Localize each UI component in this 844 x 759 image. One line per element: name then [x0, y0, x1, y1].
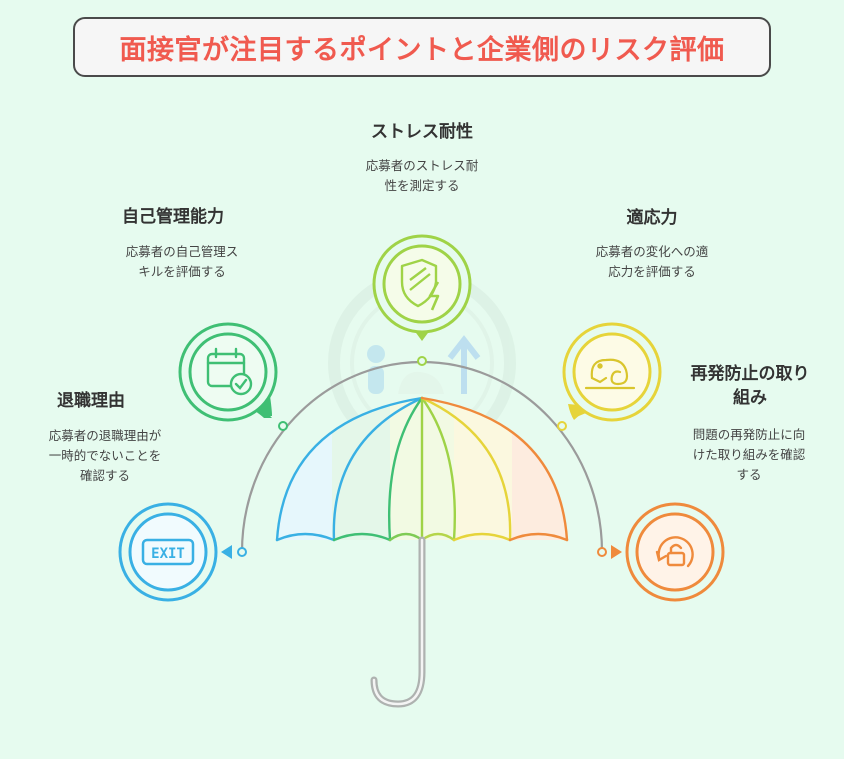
desc-tekio-line-1: 応募者の変化への適	[595, 244, 709, 259]
title-banner: 面接官が注目するポイントと企業側のリスク評価	[73, 17, 771, 77]
desc-stress: 応募者のストレス耐 性を測定する	[332, 156, 512, 196]
desc-tekio-line-2: 応力を評価する	[608, 264, 696, 279]
desc-stress-line-2: 性を測定する	[384, 178, 460, 193]
umbrella-handle	[370, 536, 426, 708]
label-stress: ストレス耐性	[371, 122, 473, 142]
desc-jiko-line-1: 応募者の自己管理ス	[125, 244, 239, 259]
desc-jiko: 応募者の自己管理ス キルを評価する	[102, 242, 262, 282]
desc-jiko-line-2: キルを評価する	[138, 264, 226, 279]
shield-bolt-icon	[400, 258, 440, 311]
refresh-lock-icon	[655, 536, 694, 568]
exit-sign-text: EXIT	[151, 546, 185, 562]
label-saihatsu-line-2: 組み	[733, 388, 767, 408]
desc-taishoku-line-2: 一時的でないことを	[48, 448, 162, 463]
label-tekio: 適応力	[626, 208, 678, 228]
label-saihatsu-line-1: 再発防止の取り	[690, 364, 810, 384]
desc-tekio: 応募者の変化への適 応力を評価する	[572, 242, 732, 282]
desc-taishoku: 応募者の退職理由が 一時的でないことを 確認する	[20, 426, 190, 486]
desc-taishoku-line-3: 確認する	[79, 468, 130, 483]
calendar-check-icon	[206, 347, 253, 396]
badge-taishoku: EXIT	[118, 502, 232, 602]
label-taishoku: 退職理由	[57, 391, 125, 411]
chameleon-icon	[584, 358, 636, 390]
desc-stress-line-1: 応募者のストレス耐	[365, 158, 479, 173]
badge-jiko	[178, 322, 278, 422]
desc-saihatsu: 問題の再発防止に向 けた取り組みを確認 する	[666, 425, 832, 485]
badge-saihatsu	[611, 502, 725, 602]
badge-stress	[372, 234, 472, 341]
label-jiko: 自己管理能力	[122, 207, 224, 227]
label-saihatsu: 再発防止の取り 組み	[670, 362, 830, 410]
umbrella-ribs	[275, 396, 569, 542]
desc-taishoku-line-1: 応募者の退職理由が	[48, 428, 162, 443]
badge-tekio	[562, 322, 662, 422]
desc-saihatsu-line-1: 問題の再発防止に向	[692, 427, 806, 442]
desc-saihatsu-line-3: する	[736, 467, 762, 482]
desc-saihatsu-line-2: けた取り組みを確認	[692, 447, 806, 462]
page-title: 面接官が注目するポイントと企業側のリスク評価	[119, 34, 725, 66]
exit-sign-icon: EXIT	[141, 538, 195, 566]
